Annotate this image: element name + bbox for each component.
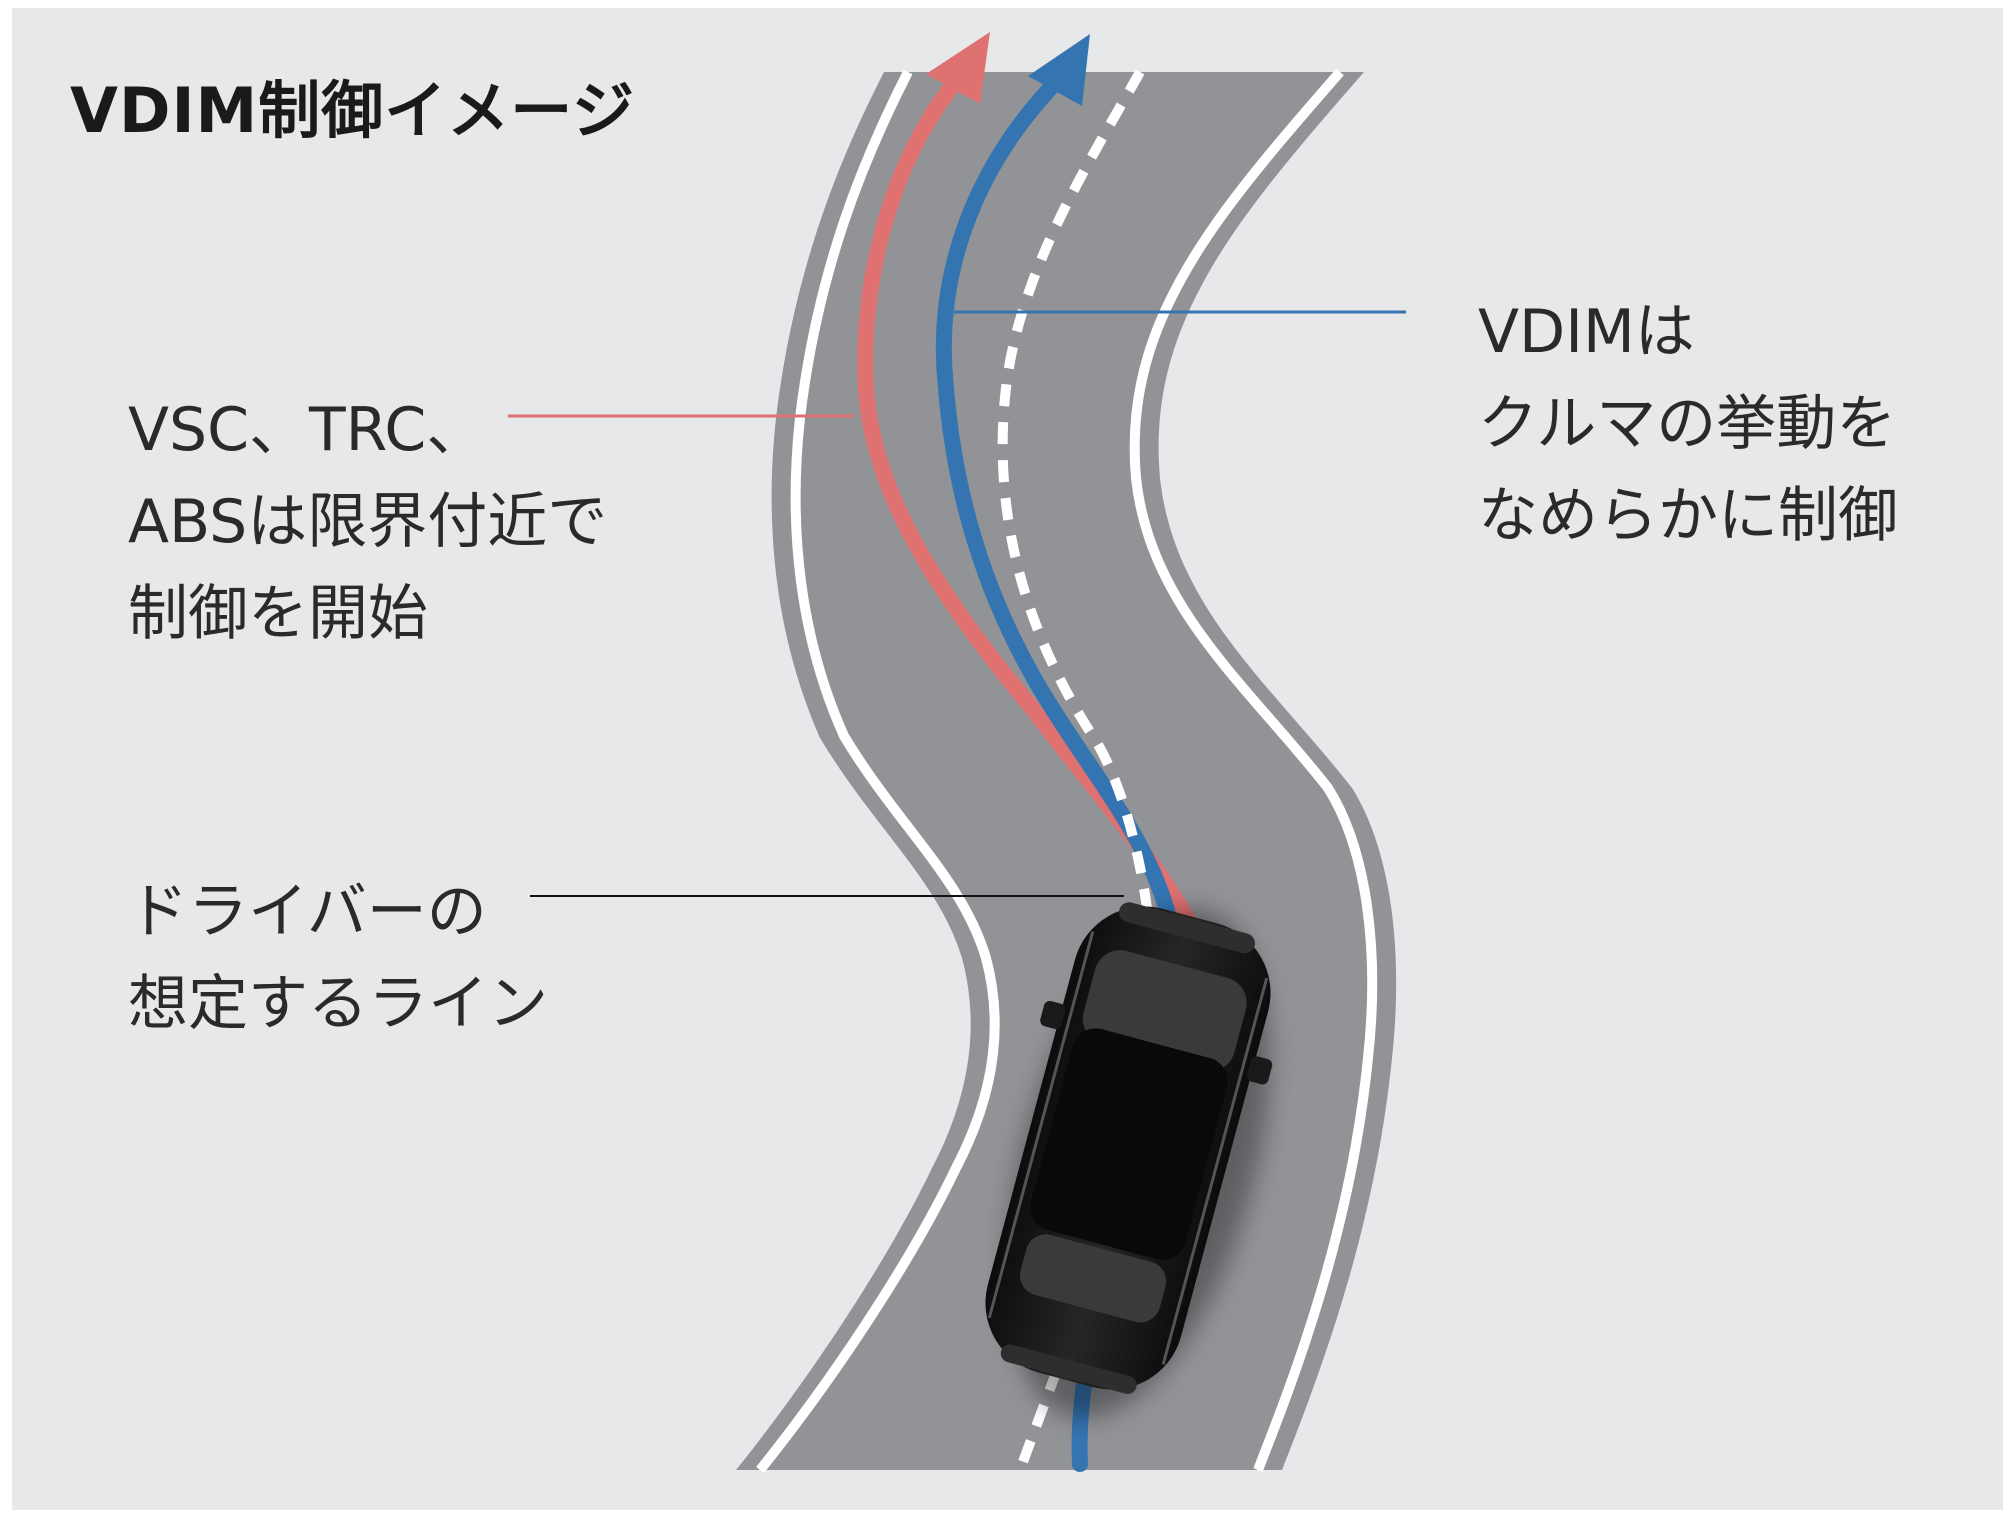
vdim-arrowhead [1028,34,1090,106]
road-diagram [508,32,1406,1474]
diagram-title: VDIM制御イメージ [70,74,635,147]
vdim-label-line-1: VDIMは [1478,297,1695,367]
diagram-panel: VDIM制御イメージ VSC、TRC、 ABSは限界付近で 制御を開始 VDIM… [12,8,2003,1510]
vdim-label-line-2: クルマの挙動を [1478,389,1897,459]
vsc-trc-abs-arrowhead [926,32,990,104]
driver-line-label-line-1: ドライバーの [128,877,487,947]
vdim-label: VDIMは クルマの挙動を なめらかに制御 [1478,286,1898,562]
vsc-trc-abs-label-line-2: ABSは限界付近で [128,487,608,557]
vsc-trc-abs-label-line-1: VSC、TRC、 [128,395,487,465]
vsc-trc-abs-label: VSC、TRC、 ABSは限界付近で 制御を開始 [128,384,607,660]
vdim-label-line-3: なめらかに制御 [1478,481,1898,551]
driver-line-label-line-2: 想定するライン [128,969,548,1039]
road-edge-line-right [1129,68,1378,1472]
vsc-trc-abs-label-line-3: 制御を開始 [128,579,428,649]
road-edge-line-left [756,69,1000,1474]
vehicle-icon [985,902,1273,1419]
driver-line-label: ドライバーの 想定するライン [128,866,548,1050]
